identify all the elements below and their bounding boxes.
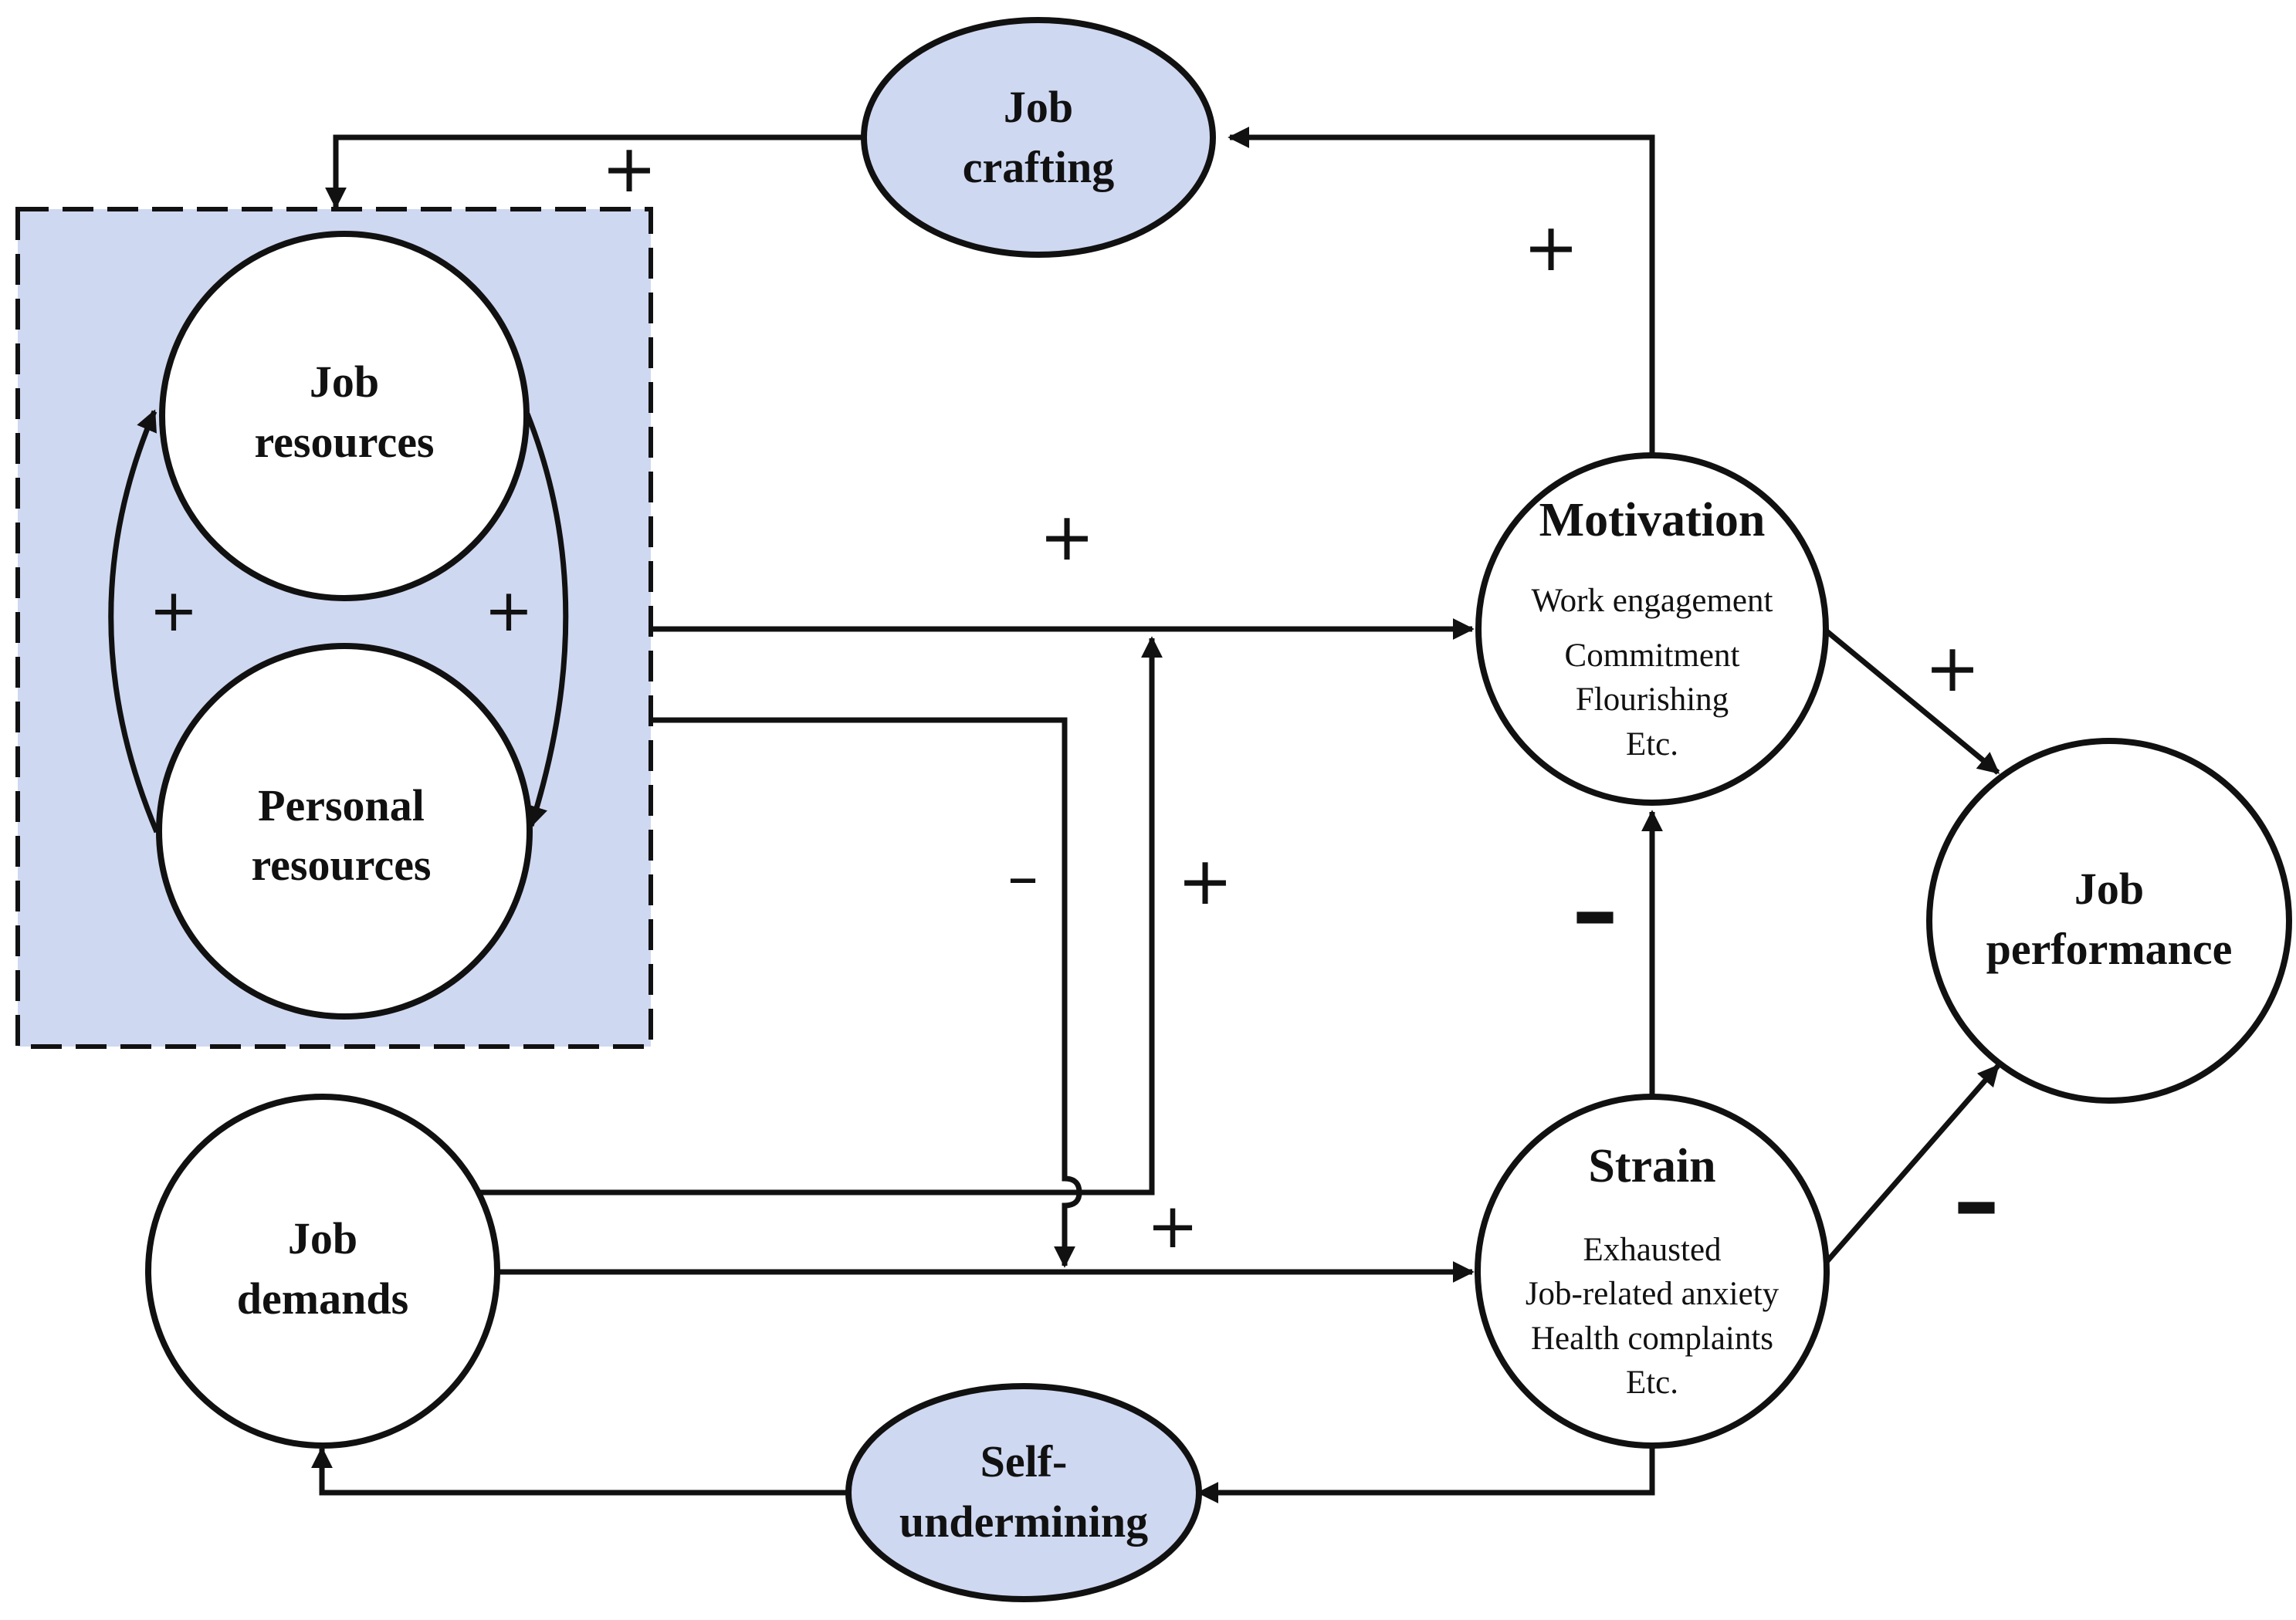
sign-personal-to-jobres: + [149, 576, 198, 644]
strain-item: Exhausted [1583, 1232, 1721, 1268]
sign-resources-to-strain: – [1007, 840, 1038, 912]
sign-demands-to-motivation: + [1177, 843, 1233, 920]
connector-lines [108, 127, 2000, 1503]
personal-resources-label-line2: resources [251, 840, 431, 890]
self-undermining-node: Self- undermining [845, 1383, 1202, 1602]
strain-title: Strain [1588, 1140, 1715, 1192]
arrow-selfundermining-to-demands [311, 1446, 847, 1496]
self-undermining-label-line2: undermining [899, 1497, 1148, 1547]
sign-motivation-to-crafting: + [1523, 209, 1579, 286]
arrow-crafting-to-resources [325, 134, 862, 209]
arrow-resources-to-strain [651, 717, 1082, 1268]
motivation-item: Commitment [1565, 638, 1740, 674]
arrow-motivation-to-performance [1819, 624, 2000, 775]
job-performance-label-line1: Job [2074, 864, 2144, 914]
relationship-signs: + + + + + – + + – + – [149, 130, 2000, 1262]
job-demands-node: Job demands [145, 1094, 500, 1449]
job-crafting-label-line2: crafting [963, 142, 1115, 192]
job-crafting-node: Job crafting [861, 17, 1216, 258]
job-resources-label-line2: resources [254, 417, 434, 467]
strain-node: Strain Exhausted Job-related anxiety Hea… [1475, 1094, 1830, 1449]
sign-crafting-to-resources: + [601, 130, 657, 208]
motivation-item: Work engagement [1532, 583, 1773, 619]
motivation-item: Etc. [1626, 726, 1678, 763]
arrow-demands-to-motivation [480, 636, 1163, 1196]
job-resources-node: Job resources [159, 231, 530, 601]
strain-item: Job-related anxiety [1526, 1276, 1780, 1312]
strain-item: Health complaints [1531, 1321, 1773, 1357]
arrow-personal-to-jobres [108, 409, 160, 834]
arrow-jobres-to-personal [524, 412, 569, 828]
arrow-strain-to-performance [1819, 1064, 2000, 1270]
self-undermining-label-line1: Self- [980, 1436, 1068, 1486]
motivation-item: Flourishing [1576, 681, 1729, 718]
arrow-motivation-to-crafting [1228, 127, 1655, 456]
personal-resources-node: Personal resources [156, 643, 533, 1020]
job-performance-label-line2: performance [1986, 924, 2233, 974]
sign-resources-to-motivation: + [1039, 499, 1095, 576]
job-demands-label-line1: Job [288, 1213, 357, 1263]
motivation-node: Motivation Work engagement Commitment Fl… [1475, 452, 1829, 806]
sign-demands-to-strain: + [1146, 1190, 1198, 1262]
sign-strain-to-performance: – [1953, 1148, 2000, 1256]
job-resources-label-line1: Job [310, 357, 379, 407]
job-crafting-label-line1: Job [1004, 82, 1073, 132]
strain-item: Etc. [1626, 1365, 1678, 1401]
arrow-strain-to-selfundermining [1197, 1446, 1655, 1503]
personal-resources-label-line1: Personal [258, 780, 425, 830]
job-demands-label-line2: demands [237, 1273, 408, 1324]
sign-jobres-to-personal: + [484, 576, 533, 644]
motivation-title: Motivation [1539, 494, 1766, 546]
sign-motivation-to-performance: + [1925, 630, 1980, 707]
job-performance-node: Job performance [1926, 738, 2292, 1104]
sign-strain-to-motivation: – [1572, 858, 1618, 966]
